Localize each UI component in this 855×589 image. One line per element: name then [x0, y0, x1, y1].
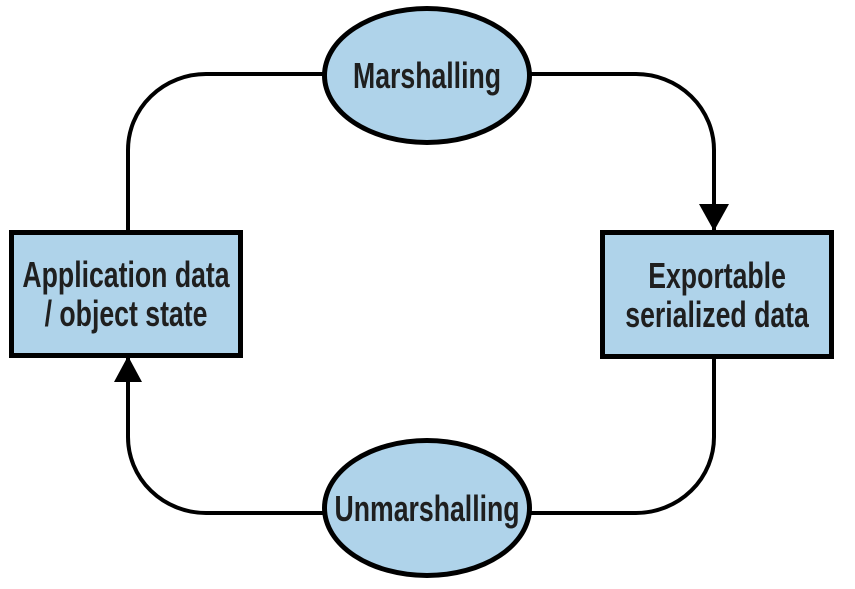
unmarshalling-label: Unmarshalling	[334, 487, 520, 529]
exportable-label-line1: Exportable	[648, 254, 786, 296]
node-exportable-serialized-data: Exportable serialized data	[600, 230, 834, 359]
node-unmarshalling: Unmarshalling	[322, 438, 532, 578]
application-label: Application data / object state	[22, 255, 229, 333]
exportable-label: Exportable serialized data	[625, 256, 809, 334]
application-label-line1: Application data	[22, 254, 230, 295]
arrowhead-into-exportable-icon	[699, 204, 729, 231]
application-label-line2: / object state	[44, 293, 208, 334]
node-marshalling: Marshalling	[322, 6, 532, 145]
marshalling-label: Marshalling	[352, 55, 502, 96]
node-application-data-object-state: Application data / object state	[9, 230, 243, 358]
arrowhead-into-application-icon	[114, 356, 142, 382]
exportable-label-line2: serialized data	[625, 293, 809, 335]
